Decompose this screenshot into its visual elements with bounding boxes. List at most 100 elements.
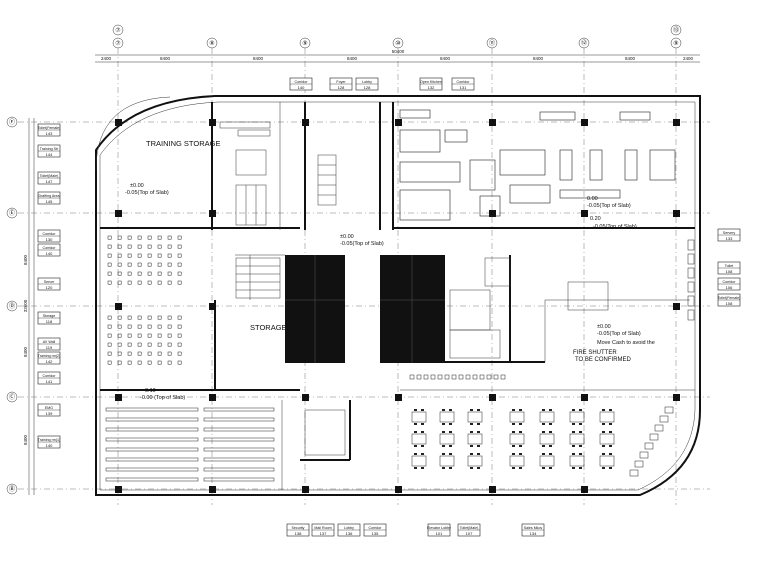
chair [177,315,182,320]
room-tag: Toilet(Male)107 [457,523,481,537]
chair [542,445,545,447]
chair [477,423,480,425]
chair [137,235,142,240]
stool [430,374,436,380]
svg-text:8400: 8400 [23,346,28,357]
chair [470,445,473,447]
chair [167,360,172,365]
chair [470,423,473,425]
dining-table [467,433,483,445]
desk-row [105,407,199,412]
chair [579,431,582,433]
chair [117,235,122,240]
chair [127,262,132,267]
stool [451,374,457,380]
chair [609,409,612,411]
svg-text:Ⓓ: Ⓓ [9,302,15,310]
dining-table [569,433,585,445]
chair [177,253,182,258]
chair [127,280,132,285]
chair [442,423,445,425]
chair [117,262,122,267]
chair [147,333,152,338]
chair [137,360,142,365]
chair [137,342,142,347]
chair [147,235,152,240]
kitchen-unit [649,149,676,181]
kitchen-unit [539,111,576,121]
dining-table [509,455,525,467]
svg-text:⑨: ⑨ [302,40,307,47]
chair [177,271,182,276]
room-tag-name: Training Str [40,147,59,151]
room-tag-name: Open Kitchen [420,80,442,84]
chair [157,360,162,365]
chair [167,333,172,338]
chair [519,445,522,447]
chair [157,253,162,258]
booth [654,424,664,432]
chair [107,360,112,365]
chair [470,453,473,455]
room-tag: Toilet(Female)143 [38,123,60,137]
chair [117,324,122,329]
chair [177,360,182,365]
chair [167,351,172,356]
chair [107,333,112,338]
chair [157,262,162,267]
desk-row [105,457,199,462]
dining-table [509,433,525,445]
svg-text:⑨: ⑨ [673,40,678,47]
chair [421,445,424,447]
dining-table [411,411,427,423]
kitchen-unit [399,161,461,183]
chair [157,342,162,347]
dining-table [599,433,615,445]
stool [465,374,471,380]
chair [609,453,612,455]
chair [609,445,612,447]
stool [479,374,485,380]
chair [107,280,112,285]
chair [117,253,122,258]
dim: 8400 [253,56,264,61]
desk-row [203,427,275,432]
chair [477,453,480,455]
room-tag-number: 145 [46,199,53,204]
chair [572,431,575,433]
dim: 8400 [160,56,171,61]
chair [477,467,480,469]
dim: 2400 [101,56,112,61]
chair [107,262,112,267]
chair [157,351,162,356]
room-tag-name: Sales Mkov [524,526,543,530]
booth [639,451,649,459]
chair [117,315,122,320]
chair [127,324,132,329]
chair [470,409,473,411]
storage-shelving [219,121,609,311]
chair [107,271,112,276]
chair [177,244,182,249]
dining-table [467,411,483,423]
chair [572,453,575,455]
level-note: ±0.00 [340,234,354,240]
room-tag-name: Toilet(Male) [40,174,59,178]
svg-text:⑪: ⑪ [489,39,495,47]
kitchen-unit [687,295,695,307]
svg-text:8400: 8400 [23,434,28,445]
chair [421,453,424,455]
chair [542,467,545,469]
chair [519,453,522,455]
chair [127,360,132,365]
booth [664,406,674,414]
kitchen-unit [469,159,496,191]
